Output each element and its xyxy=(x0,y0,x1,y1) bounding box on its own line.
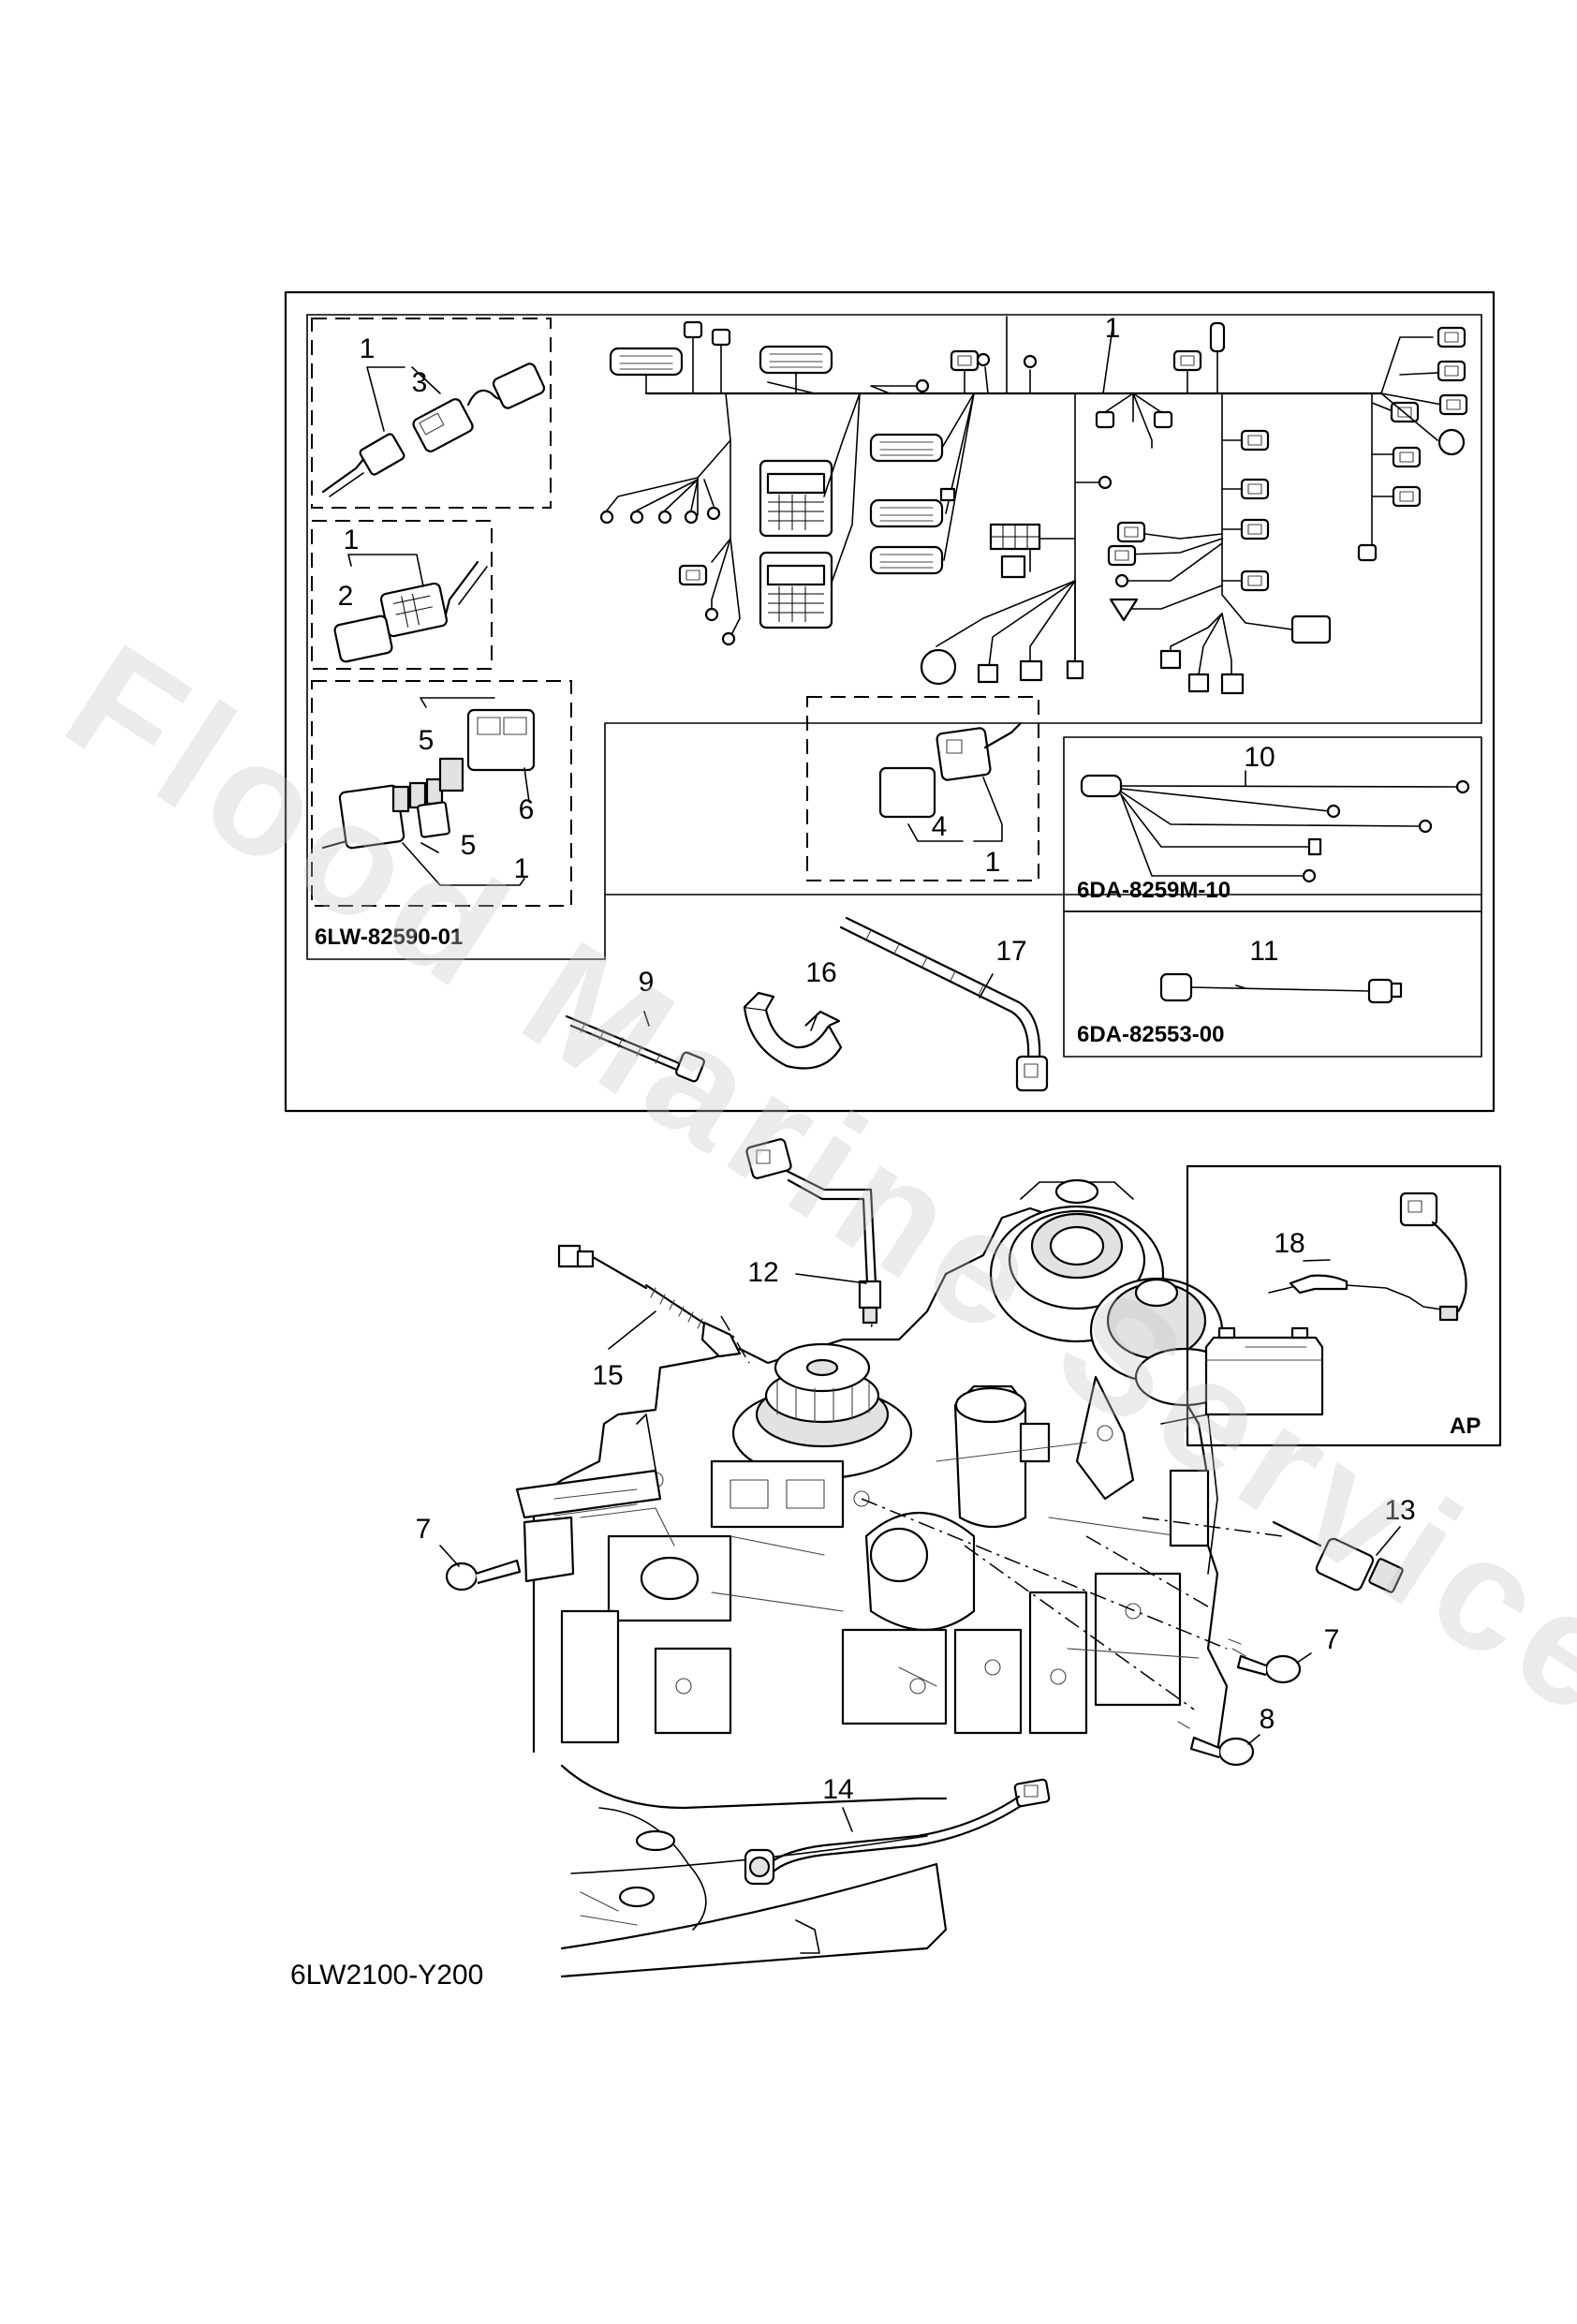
callout-13: 13 xyxy=(1384,1495,1415,1526)
bolt-7-right xyxy=(1228,1638,1302,1684)
callout-17: 17 xyxy=(995,936,1026,967)
callout-1-inset-c: 1 xyxy=(514,853,530,884)
callout-1-inset-b: 1 xyxy=(344,525,360,555)
sensor-13 xyxy=(1272,1520,1404,1593)
ap-inset xyxy=(1186,1164,1502,1447)
callout-4: 4 xyxy=(932,811,948,842)
main-harness-code: 6LW-82590-01 xyxy=(315,925,463,950)
callout-14: 14 xyxy=(822,1774,853,1805)
callout-11: 11 xyxy=(1249,936,1278,967)
sub-harness-10 xyxy=(1080,774,1470,883)
bolt-7-left xyxy=(445,1559,522,1591)
connector-set-1-2 xyxy=(333,554,488,663)
callout-5-upper: 5 xyxy=(419,725,435,756)
callout-18: 18 xyxy=(1274,1228,1304,1259)
callout-1-inset-a: 1 xyxy=(360,333,376,364)
relay-fuse-set xyxy=(321,697,536,886)
sub-harness-11 xyxy=(1159,972,1403,1004)
cable-tie-17 xyxy=(839,916,1049,1092)
callout-3: 3 xyxy=(412,367,428,398)
cable-tie-9 xyxy=(565,1014,705,1083)
starter-pulley xyxy=(731,1342,913,1480)
bottom-cowling xyxy=(560,1764,948,1978)
sensor-15 xyxy=(557,1244,742,1358)
connector-set-1-4 xyxy=(878,721,1023,842)
mounting-bracket xyxy=(515,1414,662,1583)
callout-1-inset-d: 1 xyxy=(985,847,1001,878)
callout-16: 16 xyxy=(805,957,836,988)
callout-12: 12 xyxy=(747,1257,778,1288)
bolt-8 xyxy=(1177,1721,1255,1767)
main-wiring-harness xyxy=(599,316,1468,695)
callout-7-right: 7 xyxy=(1324,1624,1340,1655)
harness-11-code: 6DA-82553-00 xyxy=(1077,1022,1224,1047)
harness-frame xyxy=(284,290,1496,1113)
connector-set-1-3 xyxy=(321,363,546,497)
callout-15: 15 xyxy=(592,1360,623,1391)
ap-variant-label: AP xyxy=(1450,1414,1481,1439)
ecu-coupler-a xyxy=(759,459,833,538)
callout-7-left: 7 xyxy=(416,1514,432,1545)
callout-10: 10 xyxy=(1244,742,1275,773)
callout-1-top: 1 xyxy=(1105,313,1121,344)
callout-numbers: 1 1 3 1 2 5 6 5 1 4 1 10 11 9 16 17 18 1… xyxy=(338,313,1416,1805)
lead-wire-14 xyxy=(744,1778,1051,1886)
harness-10-code: 6DA-8259M-10 xyxy=(1077,878,1231,903)
ecu-coupler-b xyxy=(759,551,833,629)
inset-boxes xyxy=(311,318,1039,907)
sensor-12 xyxy=(745,1138,882,1325)
part-code-labels: 6LW-82590-01 6DA-8259M-10 6DA-82553-00 A… xyxy=(290,878,1481,1991)
callout-2: 2 xyxy=(338,581,354,612)
callout-6: 6 xyxy=(519,794,535,825)
callout-9: 9 xyxy=(639,967,655,998)
callout-leaders xyxy=(439,327,1401,1832)
callout-8: 8 xyxy=(1260,1704,1275,1735)
callout-5-lower: 5 xyxy=(461,830,477,861)
figure-code: 6LW2100-Y200 xyxy=(290,1960,483,1991)
